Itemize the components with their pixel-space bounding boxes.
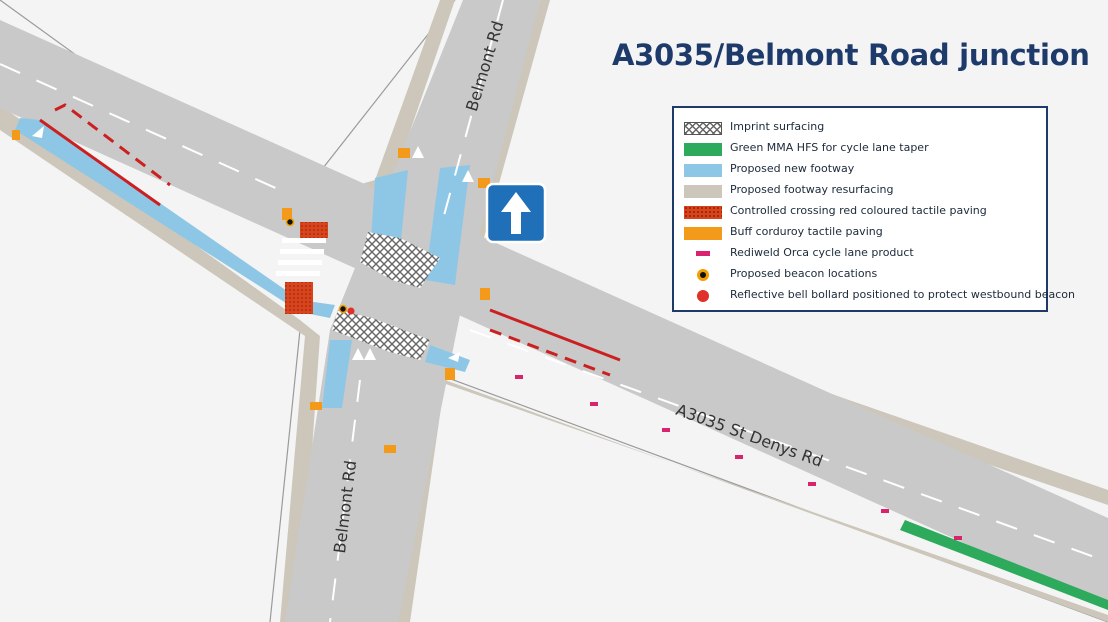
zebra-crossing xyxy=(276,238,326,276)
beacon-icon xyxy=(697,269,709,281)
map-legend: Imprint surfacing Green MMA HFS for cycl… xyxy=(672,106,1075,312)
legend-item-footway-resurfacing: Proposed footway resurfacing xyxy=(684,182,1044,200)
beacon xyxy=(338,304,348,314)
footway-resurfacing xyxy=(290,0,455,215)
tactile-swatch-icon xyxy=(684,206,722,219)
red-tactile-paving xyxy=(300,222,328,238)
legend-item-green-taper: Green MMA HFS for cycle lane taper xyxy=(684,140,1044,158)
imprint-surface xyxy=(360,232,440,288)
imprint-swatch-icon xyxy=(684,122,722,135)
orca-swatch-icon xyxy=(696,251,710,256)
beacon xyxy=(285,217,295,227)
bus-stop-markings xyxy=(39,103,621,377)
new-footway xyxy=(425,165,470,285)
legend-item-beacon: Proposed beacon locations xyxy=(684,266,1044,284)
bell-bollard xyxy=(347,307,355,315)
page-title: A3035/Belmont Road junction xyxy=(612,38,1090,72)
red-tactile-paving xyxy=(285,282,313,314)
blue-swatch-icon xyxy=(684,164,722,177)
new-footway xyxy=(425,345,470,372)
legend-item-red-tactile: Controlled crossing red coloured tactile… xyxy=(684,203,1044,221)
legend-item-imprint: Imprint surfacing xyxy=(684,119,1044,137)
beige-swatch-icon xyxy=(684,185,722,198)
new-footway xyxy=(322,340,352,408)
one-way-arrow-icon xyxy=(485,182,547,244)
legend-item-orca: Rediweld Orca cycle lane product xyxy=(684,245,1044,263)
legend-item-new-footway: Proposed new footway xyxy=(684,161,1044,179)
bollard-icon xyxy=(697,290,709,302)
new-footway xyxy=(370,170,408,255)
footway-resurfacing xyxy=(0,105,320,622)
legend-item-bollard: Reflective bell bollard positioned to pr… xyxy=(684,287,1075,305)
orca-units xyxy=(515,375,962,540)
buff-tactile-paving xyxy=(12,130,490,453)
imprint-surface xyxy=(332,310,430,360)
green-swatch-icon xyxy=(684,143,722,156)
new-footway xyxy=(15,118,335,318)
a3035-carriageway xyxy=(0,20,1108,608)
cycle-arrows xyxy=(32,126,474,362)
legend-item-buff-tactile: Buff corduroy tactile paving xyxy=(684,224,1044,242)
green-cycle-taper xyxy=(900,520,1108,610)
orange-swatch-icon xyxy=(684,227,722,240)
